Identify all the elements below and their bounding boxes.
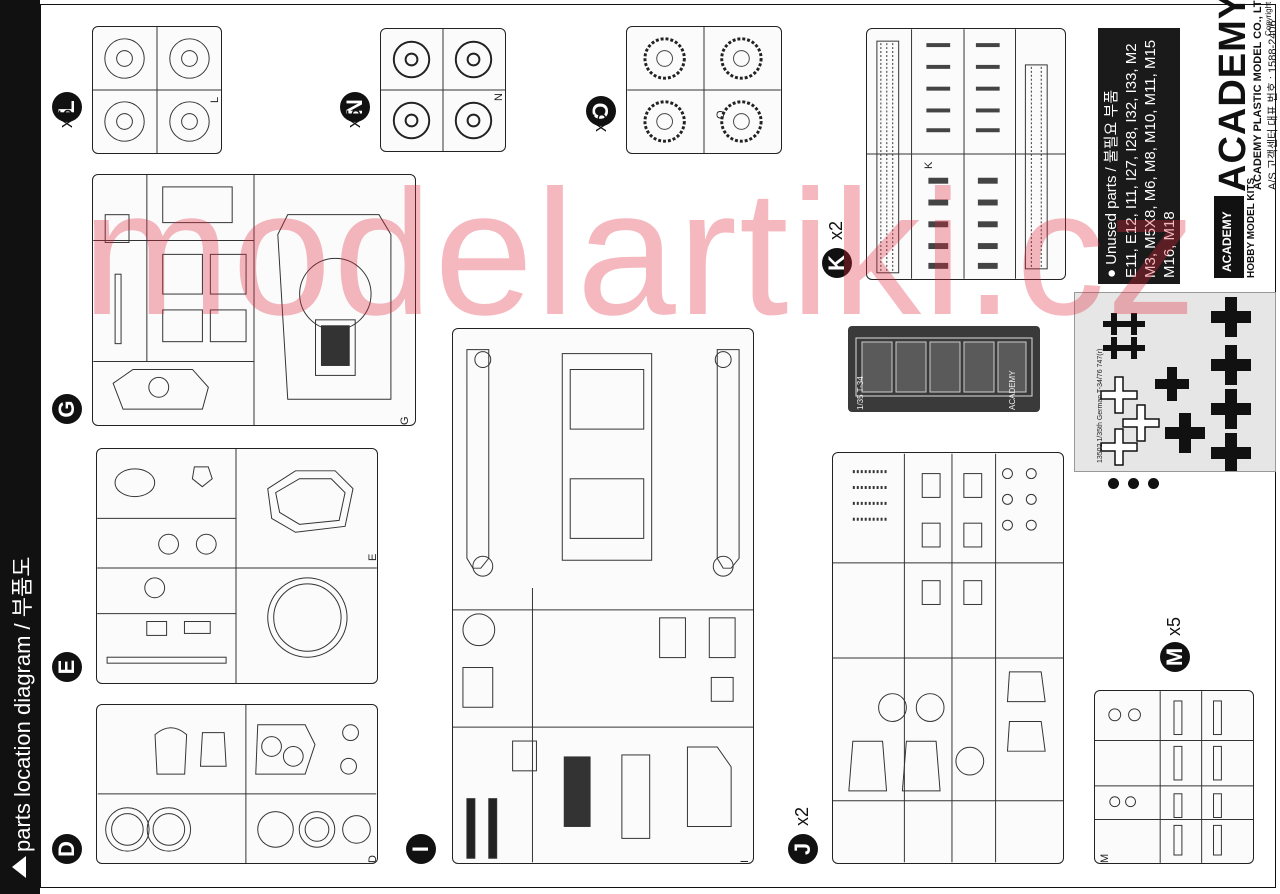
sprue-qty-J: x2: [792, 806, 812, 826]
sprue-qty-L: x5: [56, 108, 76, 128]
hobby-logo-sub: HOBBY MODEL KITS: [1246, 177, 1257, 278]
sprue-corner-label: L: [209, 96, 221, 103]
sprue-qty-M: x5: [1164, 616, 1184, 636]
sprue-badge-K: K: [822, 248, 852, 278]
brand-copyright: Copyright 2016 Academy Plastic Model Co.…: [1264, 0, 1273, 36]
decal-sheet: 13502 1/35th German T-34/76 747(r): [1074, 292, 1276, 472]
unused-parts-heading: ● Unused parts / 불필요 부품: [1103, 89, 1120, 278]
brand-service: A/S 고객센터 대표 번호 : 1588-2406: [1267, 20, 1279, 190]
photo-etch-brand: ACADEMY: [1008, 370, 1017, 410]
sprue-I: I: [452, 328, 754, 864]
sprue-corner-label: K: [923, 161, 935, 169]
decal-label: 13502 1/35th German T-34/76 747(r): [1097, 348, 1104, 463]
sprue-J: [832, 452, 1064, 864]
sprue-badge-M: M: [1160, 642, 1190, 672]
sprue-qty-N: x5: [344, 108, 364, 128]
sprue-badge-G: G: [52, 394, 82, 424]
sprue-corner-label: G: [399, 416, 411, 425]
sprue-badge-D: D: [52, 834, 82, 864]
photo-etch-label: 1/35 T-34: [856, 376, 865, 410]
sprue-badge-I: I: [406, 834, 436, 864]
sprue-M: M: [1094, 690, 1254, 864]
brand-company: ACADEMY PLASTIC MODEL CO., LTD: [1252, 0, 1264, 190]
sidebar-title: parts location diagram / 부품도: [10, 556, 35, 852]
sprue-O: O: [626, 26, 782, 154]
ellipsis-icon: [1108, 476, 1168, 494]
hobby-logo: ACADEMY: [1214, 196, 1244, 278]
sprue-badge-E: E: [52, 652, 82, 682]
sprue-K: K: [866, 28, 1066, 280]
brand-logo: ACADEMY: [1212, 0, 1254, 192]
photo-etch-fret: 1/35 T-34 ACADEMY: [848, 326, 1040, 412]
sprue-qty-O: x5: [590, 112, 610, 132]
hobby-logo-text: ACADEMY: [1220, 211, 1234, 272]
sprue-E: E: [96, 448, 378, 684]
sprue-corner-label: N: [493, 93, 505, 101]
sprue-corner-label: E: [367, 553, 378, 561]
sprue-D: D: [96, 704, 378, 864]
sprue-corner-label: M: [1099, 853, 1111, 863]
unused-parts-line-3: M16, M18: [1161, 211, 1178, 278]
sprue-qty-K: x2: [826, 220, 846, 240]
sprue-corner-label: O: [715, 110, 727, 119]
sidebar: parts location diagram / 부품도: [0, 0, 40, 894]
sprue-N: N: [380, 28, 506, 152]
unused-parts-box: ● Unused parts / 불필요 부품 E11, E12, I11, I…: [1098, 28, 1180, 284]
unused-parts-line-1: E11, E12, I11, I27, I28, I32, I33, M2: [1123, 43, 1140, 278]
unused-parts-line-2: M3, M5X8, M6, M8, M10, M11, M15: [1142, 39, 1159, 278]
triangle-icon: [12, 856, 26, 878]
sprue-L: L: [92, 26, 222, 154]
sprue-G: G: [92, 174, 416, 426]
sprue-badge-J: J: [788, 834, 818, 864]
sprue-corner-label: I: [739, 859, 751, 863]
sprue-corner-label: D: [367, 855, 378, 863]
